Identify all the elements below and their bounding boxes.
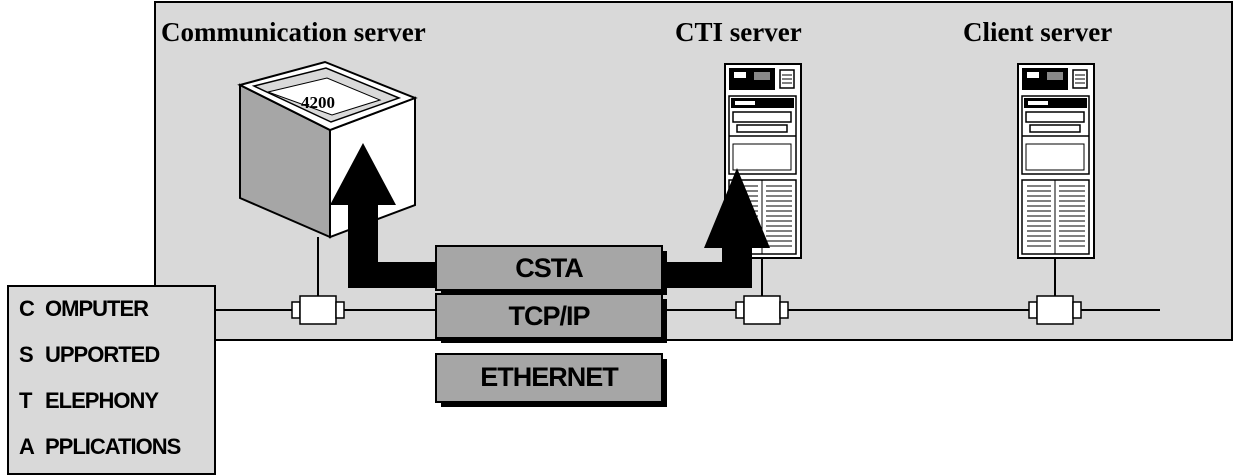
tcpip-layer-box	[435, 293, 663, 339]
transceiver-icon	[735, 295, 789, 325]
communication-server-label: Communication server	[161, 17, 426, 47]
acronym-row-supported: S UPPORTED	[19, 342, 160, 367]
acronym-initial: A	[19, 434, 35, 459]
acronym-rest: ELEPHONY	[45, 388, 159, 413]
transceiver-icon	[1028, 295, 1082, 325]
csta-arrow-to-cti	[662, 168, 770, 288]
acronym-row-telephony: T ELEPHONY	[19, 388, 159, 413]
protocol-stack	[435, 245, 667, 407]
acronym-row-applications: A PPLICATIONS	[19, 434, 181, 459]
pbx-model-label: 4200	[301, 93, 335, 112]
transceiver-icon	[291, 295, 345, 325]
csta-arrow-to-pbx	[330, 143, 436, 288]
cta-acronym-box	[7, 285, 216, 475]
tcpip-label: TCP/IP	[508, 301, 590, 331]
cti-server-tower-icon	[724, 63, 802, 259]
client-server-tower-icon	[1017, 63, 1095, 259]
acronym-row-computer: C OMPUTER	[19, 296, 149, 321]
ethernet-label: ETHERNET	[480, 362, 619, 392]
pbx-4200-icon	[237, 60, 418, 239]
ethernet-layer-box	[435, 353, 663, 403]
acronym-rest: PPLICATIONS	[45, 434, 181, 459]
acronym-initial: S	[19, 342, 34, 367]
acronym-initial: T	[19, 388, 32, 413]
client-server-label: Client server	[963, 17, 1113, 47]
acronym-initial: C	[19, 296, 35, 321]
acronym-rest: OMPUTER	[45, 296, 149, 321]
csta-label: CSTA	[515, 253, 584, 283]
cti-server-label: CTI server	[675, 17, 802, 47]
acronym-rest: UPPORTED	[45, 342, 160, 367]
